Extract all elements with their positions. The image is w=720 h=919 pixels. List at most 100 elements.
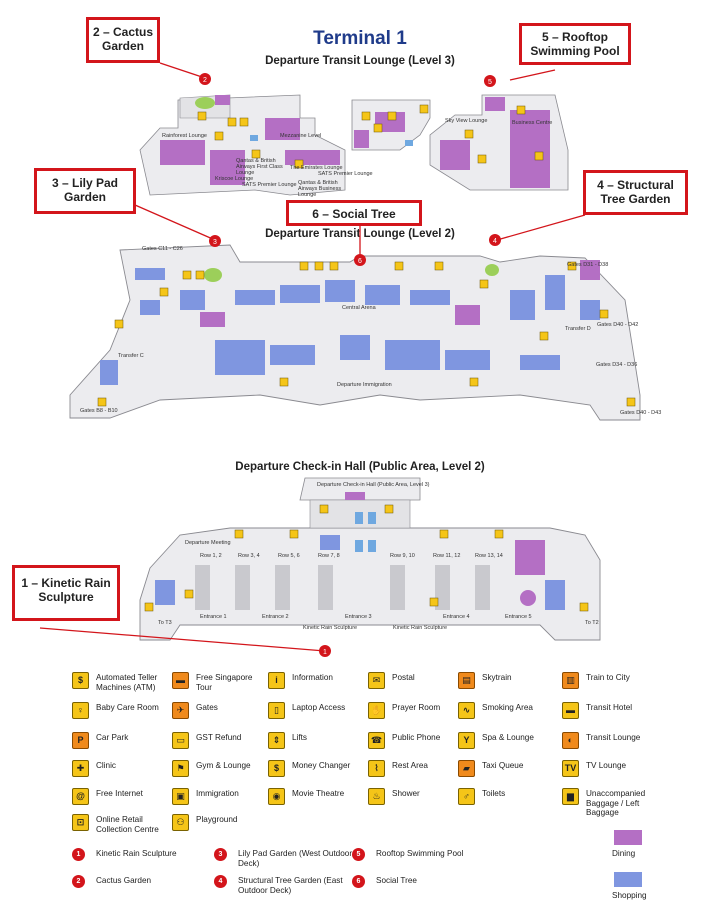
legend-label: Gates bbox=[196, 703, 218, 712]
gate-label: Gates D40 - D42 bbox=[597, 322, 639, 328]
tour-icon: ▬ bbox=[172, 672, 189, 689]
lifts-icon: ⇕ bbox=[268, 732, 285, 749]
clinic-icon: ✚ bbox=[72, 760, 89, 777]
facility-icons bbox=[97, 104, 636, 612]
callout-structural-tree: 4 – Structural Tree Garden bbox=[583, 170, 688, 215]
map-label: Kriscoe Lounge bbox=[215, 176, 254, 182]
movie-icon: ◉ bbox=[268, 788, 285, 805]
legend-label: Automated Teller Machines (ATM) bbox=[96, 673, 158, 692]
numbered-feature-label: Social Tree bbox=[376, 876, 417, 885]
entrance-label: Entrance 5 bbox=[505, 614, 532, 620]
numbered-feature-label: Kinetic Rain Sculpture bbox=[96, 849, 177, 858]
row-label: Row 5, 6 bbox=[278, 553, 300, 559]
entrance-label: Entrance 2 bbox=[262, 614, 289, 620]
phone-icon: ☎ bbox=[368, 732, 385, 749]
legend-label: Gym & Lounge bbox=[196, 761, 251, 770]
legend-label: Unaccompanied Baggage / Left Baggage bbox=[586, 789, 646, 817]
row-label: Row 13, 14 bbox=[475, 553, 503, 559]
svg-text:6: 6 bbox=[358, 258, 362, 265]
hotel-icon: ▬ bbox=[562, 702, 579, 719]
gst-icon: ▭ bbox=[172, 732, 189, 749]
row-label: Row 3, 4 bbox=[238, 553, 260, 559]
numbered-feature-label: Structural Tree Garden (East Outdoor Dec… bbox=[238, 876, 343, 895]
legend-label: Transit Lounge bbox=[586, 733, 641, 742]
map-label: Kinetic Rain Sculpture bbox=[393, 625, 448, 631]
callout-social-tree: 6 – Social Tree bbox=[286, 200, 422, 226]
level2-floor bbox=[69, 244, 641, 421]
cactus-garden-area bbox=[195, 97, 215, 109]
gate-label: Gates B8 - B10 bbox=[80, 408, 118, 414]
numbered-marker-icon: 4 bbox=[214, 875, 227, 888]
map-label: To T2 bbox=[585, 620, 599, 626]
level3-floor-west bbox=[139, 94, 346, 196]
map-label: Central Arena bbox=[342, 305, 376, 311]
svg-text:5: 5 bbox=[488, 79, 492, 86]
callout-cactus-garden: 2 – Cactus Garden bbox=[86, 17, 160, 63]
legend-label: Free Internet bbox=[96, 789, 143, 798]
callout-leaders bbox=[39, 62, 586, 652]
checkin-heading: Departure Check-in Hall (Public Area, Le… bbox=[235, 461, 485, 473]
row-label: Row 1, 2 bbox=[200, 553, 222, 559]
page-title: Terminal 1 bbox=[313, 28, 407, 49]
legend-label: Laptop Access bbox=[292, 703, 346, 712]
svg-text:3: 3 bbox=[213, 239, 217, 246]
map-label: Sky View Lounge bbox=[445, 118, 488, 124]
shower-icon: ♨ bbox=[368, 788, 385, 805]
postal-icon: ✉ bbox=[368, 672, 385, 689]
map-label: Transfer C bbox=[118, 353, 144, 359]
map-label: Qantas & British Airways First Class Lou… bbox=[236, 158, 283, 176]
lily-pad-garden-area bbox=[204, 268, 222, 282]
row-label: Row 9, 10 bbox=[390, 553, 415, 559]
legend-label: Spa & Lounge bbox=[482, 733, 534, 742]
legend-label: Movie Theatre bbox=[292, 789, 345, 798]
legend-label: Smoking Area bbox=[482, 703, 533, 712]
numbered-feature-label: Lily Pad Garden (West Outdoor Deck) bbox=[238, 849, 353, 868]
map-label: Kinetic Rain Sculpture bbox=[303, 625, 358, 631]
legend-label: Car Park bbox=[96, 733, 129, 742]
numbered-feature-label: Cactus Garden bbox=[96, 876, 152, 885]
area-swatch-shopping bbox=[614, 872, 642, 887]
gate-label: Gates C11 - C26 bbox=[142, 246, 183, 252]
area-key-label: Shopping bbox=[612, 891, 647, 900]
tv-icon: TV bbox=[562, 760, 579, 777]
car-park-icon: P bbox=[72, 732, 89, 749]
area-swatch-dining bbox=[614, 830, 642, 845]
train-icon: ▥ bbox=[562, 672, 579, 689]
atm-icon: $ bbox=[72, 672, 89, 689]
numbered-marker-icon: 6 bbox=[352, 875, 365, 888]
map-label: The Emirates Lounge bbox=[290, 165, 343, 171]
checkin-floor bbox=[139, 477, 601, 641]
taxi-icon: ▰ bbox=[458, 760, 475, 777]
level3-heading: Departure Transit Lounge (Level 3) bbox=[265, 55, 455, 67]
rest-icon: ⌇ bbox=[368, 760, 385, 777]
map-label: To T3 bbox=[158, 620, 172, 626]
money-changer-icon: $ bbox=[268, 760, 285, 777]
svg-text:1: 1 bbox=[323, 649, 327, 656]
legend-label: Clinic bbox=[96, 761, 117, 770]
map-label: Departure Meeting bbox=[185, 540, 231, 546]
legend-label: Skytrain bbox=[482, 673, 512, 682]
structural-tree-garden-area bbox=[485, 264, 499, 276]
legend-label: Baby Care Room bbox=[96, 703, 159, 712]
gate-label: Gates D31 - D38 bbox=[567, 262, 609, 268]
map-label: Transfer D bbox=[565, 326, 591, 332]
legend-label: Playground bbox=[196, 815, 238, 824]
map-label: Departure Immigration bbox=[337, 382, 392, 388]
legend-label: Information bbox=[292, 673, 333, 682]
information-icon: i bbox=[268, 672, 285, 689]
callout-lily-pad-garden: 3 – Lily Pad Garden bbox=[34, 168, 136, 214]
transit-lounge-icon: ◐ bbox=[562, 732, 579, 749]
baggage-icon: ▆ bbox=[562, 788, 579, 805]
legend-label: Public Phone bbox=[392, 733, 441, 742]
numbered-markers: 2 5 3 4 6 1 bbox=[199, 73, 501, 657]
entrance-label: Entrance 3 bbox=[345, 614, 372, 620]
internet-icon: @ bbox=[72, 788, 89, 805]
row-label: Row 11, 12 bbox=[433, 553, 461, 559]
callout-kinetic-rain: 1 – Kinetic Rain Sculpture bbox=[12, 565, 120, 621]
level3-floor-east bbox=[429, 94, 569, 191]
legend-label: Shower bbox=[392, 789, 420, 798]
legend-label: Rest Area bbox=[392, 761, 428, 770]
legend-label: Prayer Room bbox=[392, 703, 441, 712]
level3-floor-middle bbox=[351, 99, 431, 151]
